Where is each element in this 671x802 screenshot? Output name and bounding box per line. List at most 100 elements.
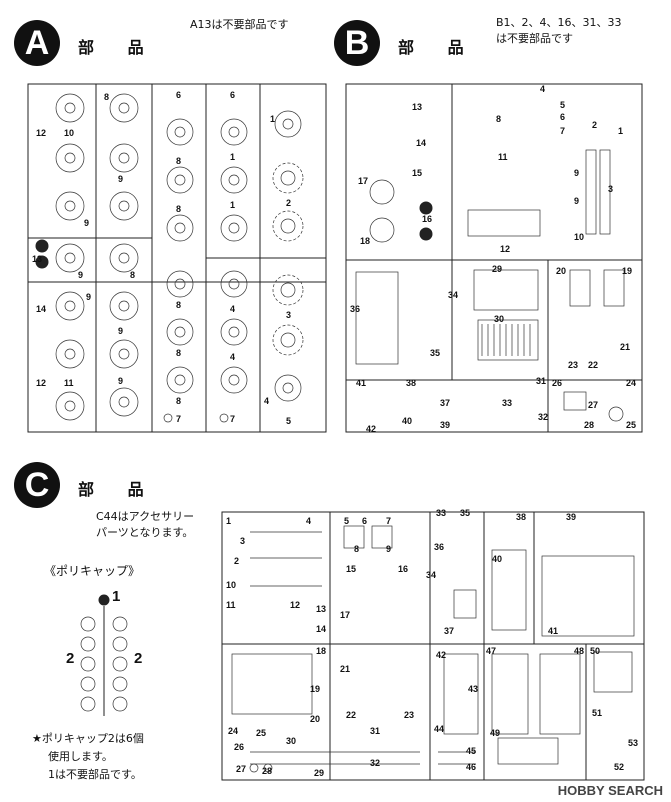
svg-text:43: 43 (468, 684, 478, 694)
svg-text:33: 33 (436, 508, 446, 518)
svg-text:12: 12 (290, 600, 300, 610)
svg-text:8: 8 (176, 156, 181, 166)
svg-text:13: 13 (412, 102, 422, 112)
svg-text:1: 1 (270, 114, 275, 124)
svg-text:6: 6 (230, 90, 235, 100)
svg-text:17: 17 (358, 176, 368, 186)
svg-text:44: 44 (434, 724, 444, 734)
svg-text:11: 11 (226, 600, 236, 610)
section-a-badge: A (14, 20, 60, 66)
svg-text:1: 1 (226, 516, 231, 526)
svg-text:2: 2 (592, 120, 597, 130)
svg-text:8: 8 (176, 300, 181, 310)
svg-text:12: 12 (36, 128, 46, 138)
svg-text:20: 20 (556, 266, 566, 276)
svg-text:9: 9 (84, 218, 89, 228)
svg-text:5: 5 (286, 416, 291, 426)
svg-text:39: 39 (440, 420, 450, 430)
svg-text:32: 32 (538, 412, 548, 422)
svg-text:18: 18 (360, 236, 370, 246)
svg-text:28: 28 (262, 766, 272, 776)
svg-text:9: 9 (86, 292, 91, 302)
svg-text:12: 12 (500, 244, 510, 254)
svg-text:24: 24 (626, 378, 636, 388)
svg-text:34: 34 (426, 570, 436, 580)
svg-text:1: 1 (618, 126, 623, 136)
section-b-note-line2: は不要部品です (496, 32, 573, 45)
svg-text:17: 17 (340, 610, 350, 620)
svg-text:10: 10 (64, 128, 74, 138)
svg-text:1: 1 (230, 200, 235, 210)
svg-text:50: 50 (590, 646, 600, 656)
svg-text:49: 49 (490, 728, 500, 738)
svg-text:16: 16 (398, 564, 408, 574)
svg-text:19: 19 (310, 684, 320, 694)
svg-text:32: 32 (370, 758, 380, 768)
svg-text:15: 15 (346, 564, 356, 574)
svg-text:5: 5 (560, 100, 565, 110)
svg-text:28: 28 (584, 420, 594, 430)
polycap-label-2-right: 2 (134, 650, 143, 667)
polycap-label-2-left: 2 (66, 650, 75, 667)
svg-text:34: 34 (448, 290, 458, 300)
svg-text:51: 51 (592, 708, 602, 718)
polycap-title: 《ポリキャップ》 (44, 564, 141, 578)
svg-text:13: 13 (316, 604, 326, 614)
svg-text:18: 18 (316, 646, 326, 656)
polycap-note-line3: 1は不要部品です。 (48, 768, 142, 781)
svg-text:25: 25 (256, 728, 266, 738)
svg-text:37: 37 (444, 626, 454, 636)
svg-text:40: 40 (492, 554, 502, 564)
svg-text:4: 4 (230, 304, 235, 314)
svg-text:4: 4 (264, 396, 269, 406)
svg-text:22: 22 (346, 710, 356, 720)
svg-text:8: 8 (104, 92, 109, 102)
svg-text:9: 9 (118, 174, 123, 184)
svg-text:23: 23 (568, 360, 578, 370)
svg-text:9: 9 (574, 196, 579, 206)
svg-text:21: 21 (340, 664, 350, 674)
svg-text:4: 4 (306, 516, 311, 526)
svg-text:14: 14 (416, 138, 426, 148)
svg-text:8: 8 (130, 270, 135, 280)
svg-text:31: 31 (536, 376, 546, 386)
section-a-title: 部 品 (78, 38, 158, 57)
svg-text:53: 53 (628, 738, 638, 748)
svg-text:48: 48 (574, 646, 584, 656)
section-b-note-line1: B1、2、4、16、31、33 (496, 16, 622, 29)
svg-text:36: 36 (434, 542, 444, 552)
svg-text:1: 1 (230, 152, 235, 162)
svg-text:35: 35 (430, 348, 440, 358)
section-c-note-line1: C44はアクセサリー (96, 510, 195, 523)
svg-text:3: 3 (608, 184, 613, 194)
section-a-note: A13は不要部品です (190, 18, 289, 31)
svg-text:47: 47 (486, 646, 496, 656)
section-c-badge: C (14, 462, 60, 508)
svg-text:6: 6 (560, 112, 565, 122)
polycap-label-1: 1 (112, 588, 121, 605)
svg-text:29: 29 (492, 264, 502, 274)
svg-text:9: 9 (78, 270, 83, 280)
svg-text:20: 20 (310, 714, 320, 724)
svg-text:35: 35 (460, 508, 470, 518)
svg-text:14: 14 (36, 304, 46, 314)
svg-text:2: 2 (286, 198, 291, 208)
svg-text:24: 24 (228, 726, 238, 736)
svg-text:10: 10 (226, 580, 236, 590)
svg-text:38: 38 (516, 512, 526, 522)
svg-text:26: 26 (234, 742, 244, 752)
svg-text:19: 19 (622, 266, 632, 276)
svg-text:12: 12 (36, 378, 46, 388)
svg-text:9: 9 (574, 168, 579, 178)
svg-text:7: 7 (176, 414, 181, 424)
svg-text:9: 9 (118, 376, 123, 386)
svg-text:46: 46 (466, 762, 476, 772)
svg-text:7: 7 (560, 126, 565, 136)
svg-text:27: 27 (588, 400, 598, 410)
svg-text:52: 52 (614, 762, 624, 772)
svg-text:42: 42 (366, 424, 376, 434)
svg-text:16: 16 (422, 214, 432, 224)
